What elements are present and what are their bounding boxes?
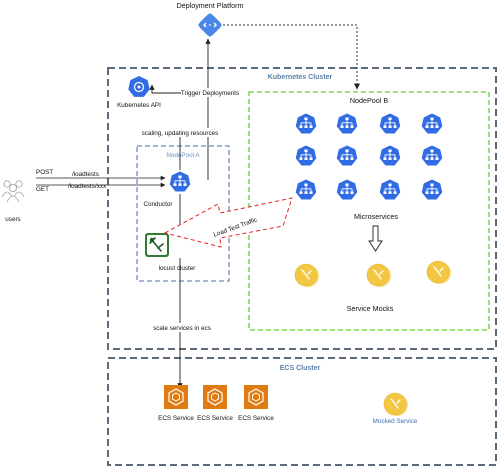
users-icon	[1, 180, 25, 203]
post-path-label: /loadtests	[72, 171, 99, 178]
platform-to-nodepool-b-edge	[223, 24, 360, 90]
conductor-label: Conductor	[143, 201, 172, 208]
microservice-icon	[420, 112, 444, 135]
load-traffic-arrow	[163, 197, 293, 248]
microservice-icon	[335, 112, 359, 135]
microservice-icon	[378, 178, 402, 201]
ecs-service-label: ECS Service	[158, 415, 194, 422]
microservices-label: Microservices	[354, 212, 398, 221]
ecs-service-label: ECS Service	[238, 415, 274, 422]
nodepool-b-title: NodePool B	[350, 96, 389, 105]
nodepool-a-title: NodePool A	[166, 152, 200, 159]
mocked-service-label: Mocked Service	[373, 418, 418, 425]
locust-icon	[145, 233, 169, 257]
locust-label: locust cluster	[159, 265, 196, 272]
ecs-service-icon	[202, 384, 228, 410]
microservice-icon	[420, 178, 444, 201]
microservice-icon	[335, 144, 359, 167]
microservice-icon	[294, 112, 318, 135]
microservice-icon	[335, 178, 359, 201]
scaling-label: scaling, updating resources	[142, 130, 219, 137]
trigger-deployments-label: Trigger Deployments	[181, 90, 239, 97]
post-label: POST	[36, 169, 53, 176]
ecs-service-icon	[163, 384, 189, 410]
trigger-label-bg	[181, 88, 239, 97]
scale-ecs-label-bg	[146, 323, 218, 332]
users-label: users	[5, 216, 20, 223]
ecs-service-label: ECS Service	[197, 415, 233, 422]
mocked-service-icon	[383, 392, 409, 417]
kubernetes-cluster-border	[107, 67, 497, 350]
service-mock-icon	[426, 260, 452, 285]
kubernetes-cluster-title: Kubernetes Cluster	[268, 74, 333, 81]
scale-ecs-label: scale services in ecs	[153, 325, 211, 332]
ecs-cluster-title: ECS Cluster	[280, 365, 321, 372]
service-mocks-row	[294, 260, 452, 288]
service-mocks-label: Service Mocks	[347, 304, 394, 313]
microservices-grid	[294, 112, 444, 201]
ecs-service-icon	[243, 384, 269, 410]
microservices-to-mocks-arrow	[368, 225, 383, 252]
microservice-icon	[294, 144, 318, 167]
kubernetes-api-label: Kubernetes API	[117, 102, 161, 109]
get-path-label: /loadtests/xxx	[68, 183, 107, 190]
kubernetes-api-icon	[128, 76, 150, 97]
microservice-icon	[378, 144, 402, 167]
conductor-icon	[168, 170, 192, 193]
microservice-icon	[378, 112, 402, 135]
scaling-label-bg	[137, 128, 222, 137]
nodepool-a-border	[136, 145, 230, 282]
microservice-icon	[294, 178, 318, 201]
platform-title: Deployment Platform	[176, 1, 243, 10]
service-mock-icon	[294, 263, 320, 288]
deployment-platform-icon	[198, 13, 222, 37]
get-label: GET	[36, 186, 49, 193]
service-mock-icon	[366, 263, 392, 288]
microservice-icon	[420, 144, 444, 167]
ecs-cluster-border	[107, 357, 497, 466]
